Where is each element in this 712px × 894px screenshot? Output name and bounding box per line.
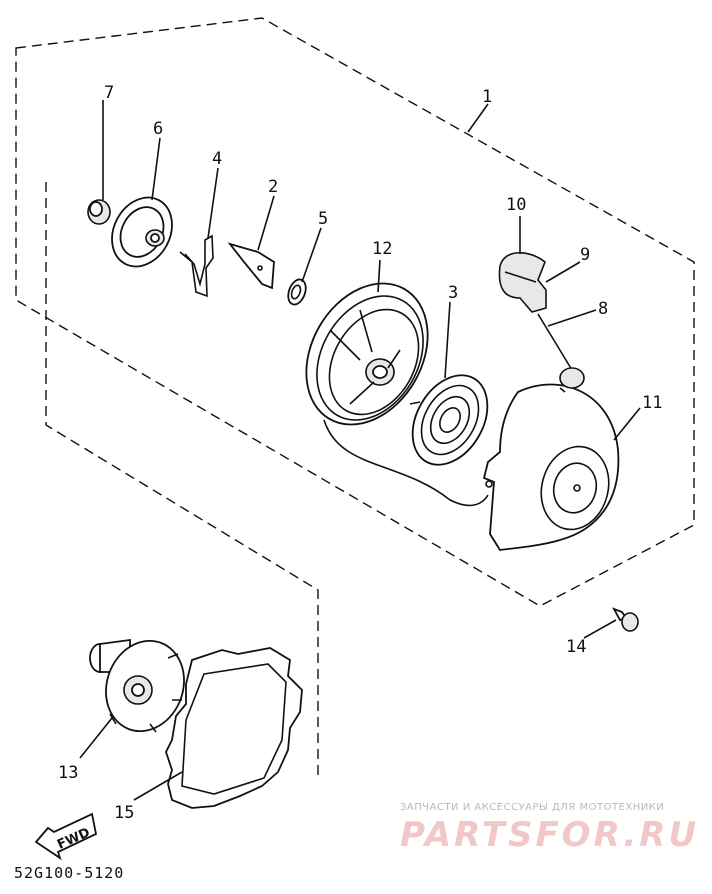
callout-11: 11: [642, 393, 662, 413]
callout-8: 8: [598, 299, 608, 319]
part-number-labels: 1 2 3 4 5 6 7 8 9 10 11 12 13 14 15: [58, 83, 662, 823]
part-starter-pulley: [89, 638, 185, 733]
callout-13: 13: [58, 763, 78, 783]
leader-lines: [79, 100, 641, 801]
callout-4: 4: [212, 149, 222, 169]
part-gasket: [165, 647, 303, 809]
part-recoil-spring: [409, 374, 489, 466]
assembly-outline: [15, 17, 695, 607]
callout-6: 6: [153, 119, 163, 139]
part-drive-plate: [111, 196, 173, 268]
callout-10: 10: [506, 195, 526, 215]
callout-5: 5: [318, 209, 328, 229]
part-starter-rope: [323, 313, 573, 507]
watermark-logo: PARTSFOR.RU: [400, 815, 699, 855]
forward-arrow: FWD: [34, 812, 98, 861]
part-starter-handle: [498, 251, 547, 313]
watermark-caption: ЗАПЧАСТИ И АКСЕССУАРЫ ДЛЯ МОТОТЕХНИКИ: [400, 802, 664, 813]
callout-3: 3: [448, 283, 458, 303]
callout-1: 1: [482, 87, 492, 107]
drawing-code: 52G100-5120: [14, 864, 124, 882]
part-bolt: [612, 607, 639, 632]
part-spring-clip: [179, 234, 214, 298]
callout-15: 15: [114, 803, 134, 823]
callout-9: 9: [580, 245, 590, 265]
part-rope-reel: [305, 282, 429, 426]
callout-14: 14: [566, 637, 586, 657]
callout-2: 2: [268, 177, 278, 197]
lower-assembly-outline: [45, 182, 319, 780]
part-starter-housing: [482, 367, 620, 551]
callout-12: 12: [372, 239, 392, 259]
watermark: ЗАПЧАСТИ И АКСЕССУАРЫ ДЛЯ МОТОТЕХНИКИ PA…: [400, 802, 699, 855]
part-ratchet-pawl: [227, 242, 275, 290]
callout-7: 7: [104, 83, 114, 103]
part-nut: [87, 199, 111, 225]
part-spring: [287, 278, 307, 306]
